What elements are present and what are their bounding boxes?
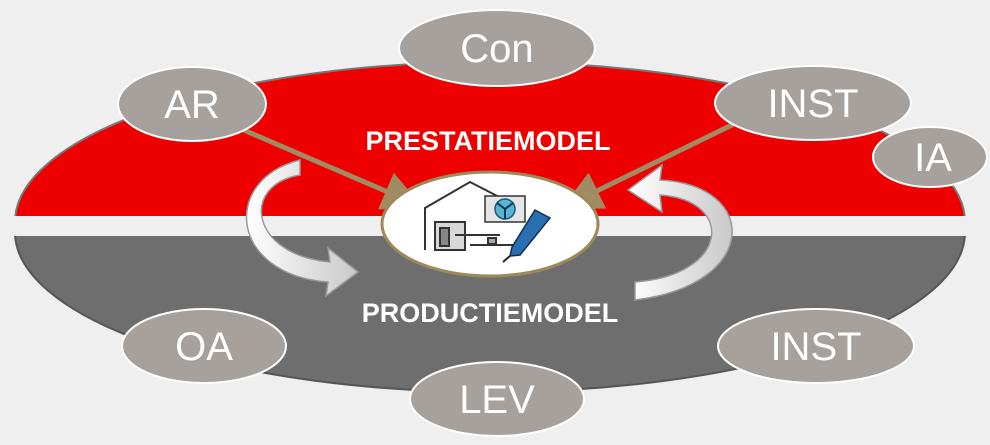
pen-icon [502, 209, 552, 263]
node-inst-bottom-label: INST [770, 325, 861, 369]
arrow-ar-to-center [231, 122, 423, 210]
node-inst-top: INST [714, 65, 912, 141]
node-lev: LEV [409, 361, 585, 437]
left-cycle-arrow-icon [245, 159, 360, 298]
node-oa-label: OA [175, 325, 233, 369]
center-model-icon [380, 170, 600, 278]
node-inst-top-label: INST [767, 82, 858, 126]
prestatiemodel-label: PRESTATIEMODEL [365, 126, 610, 156]
right-cycle-arrow-icon [626, 163, 733, 301]
node-oa: OA [121, 308, 287, 384]
node-inst-bottom: INST [717, 308, 915, 384]
node-con: Con [398, 9, 596, 87]
house-icon [424, 180, 520, 251]
node-ia-label: IA [914, 136, 952, 180]
fan-icon [484, 195, 526, 223]
node-ar-label: AR [164, 83, 220, 127]
node-ia: IA [872, 126, 988, 188]
productiemodel-label: PRODUCTIEMODEL [362, 298, 619, 328]
node-con-label: Con [460, 27, 533, 71]
arrow-inst-to-center [561, 119, 740, 209]
node-ar: AR [117, 66, 267, 142]
node-lev-label: LEV [459, 378, 535, 422]
